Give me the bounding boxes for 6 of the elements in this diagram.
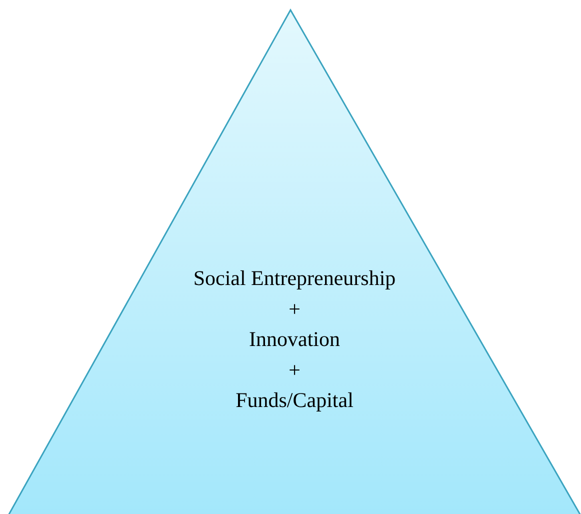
triangle-text: Innovation: [249, 326, 340, 353]
plus-sign: +: [288, 356, 300, 384]
triangle-text: Social Entrepreneurship: [193, 265, 396, 292]
triangle-text: Funds/Capital: [236, 387, 354, 414]
triangle-shape: [8, 10, 581, 514]
plus-sign: +: [288, 296, 300, 322]
